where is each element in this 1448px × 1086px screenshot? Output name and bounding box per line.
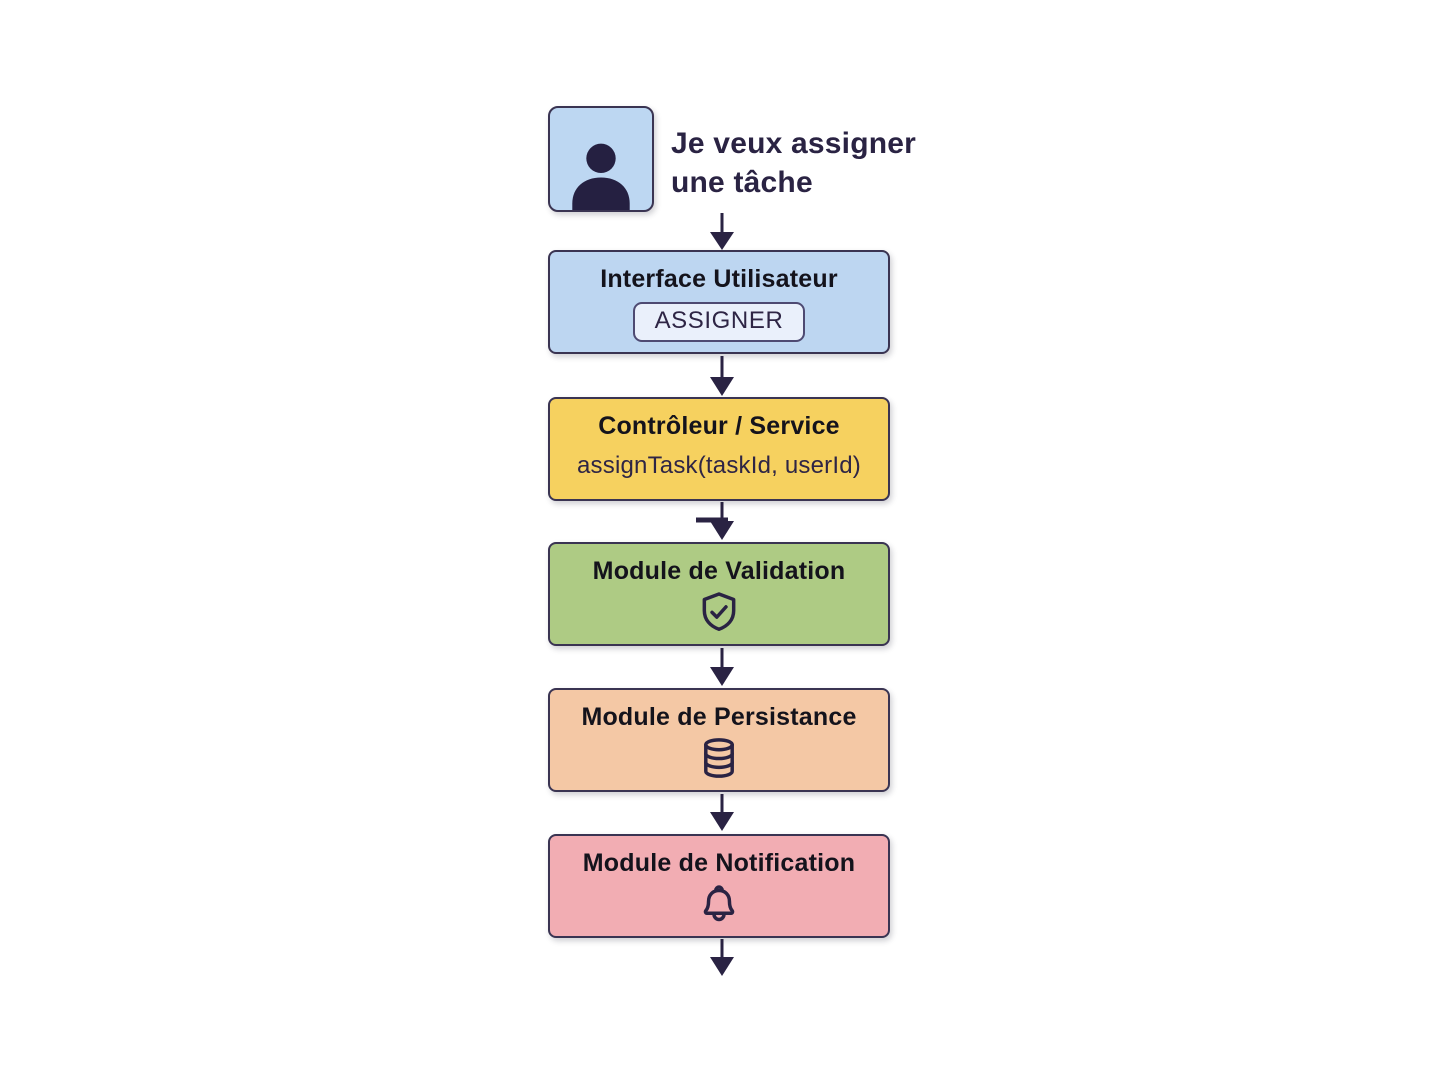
node-title: Interface Utilisateur	[600, 265, 838, 293]
method-signature-text: assignTask(taskId, userId)	[577, 452, 861, 479]
arrowhead-icon	[710, 377, 734, 396]
arrowhead-icon	[710, 667, 734, 686]
node-module-validation: Module de Validation	[548, 542, 890, 646]
node-module-notification: Module de Notification	[548, 834, 890, 938]
arrowhead-icon	[710, 521, 734, 540]
bell-icon	[697, 881, 741, 929]
arrowhead-icon	[710, 232, 734, 250]
node-interface-utilisateur: Interface Utilisateur ASSIGNER	[548, 250, 890, 354]
user-icon	[560, 131, 642, 210]
node-title: Contrôleur / Service	[598, 412, 840, 440]
assigner-button[interactable]: ASSIGNER	[632, 302, 806, 342]
actor-speech-line2: une tâche	[671, 166, 813, 199]
arrowhead-icon	[710, 957, 734, 976]
node-controleur-service: Contrôleur / Service assignTask(taskId, …	[548, 397, 890, 501]
actor-speech-text: Je veux assigner une tâche	[671, 124, 916, 202]
node-title: Module de Validation	[592, 557, 846, 585]
actor-speech-line1: Je veux assigner	[671, 127, 917, 160]
database-icon	[697, 735, 741, 781]
node-module-persistance: Module de Persistance	[548, 688, 890, 792]
node-title: Module de Notification	[582, 849, 856, 877]
arrowhead-icon	[710, 812, 734, 831]
user-avatar-box	[548, 106, 654, 212]
shield-check-icon	[697, 589, 741, 635]
node-title: Module de Persistance	[581, 703, 857, 731]
